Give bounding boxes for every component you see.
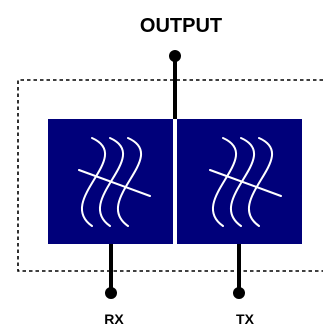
- wave-line: [211, 137, 238, 227]
- wave-line: [229, 137, 256, 227]
- tx-label: TX: [236, 311, 255, 324]
- tx-filter-block: [177, 119, 302, 244]
- output-terminal: [169, 50, 181, 62]
- filter-wave-icon: [78, 137, 151, 227]
- rx-label: RX: [104, 311, 124, 324]
- rx-filter-block: [48, 119, 173, 244]
- enclosure-dashed-border: [17, 79, 323, 272]
- filter-wave-icon: [209, 137, 282, 227]
- cross-line: [78, 169, 151, 197]
- wave-line: [247, 137, 274, 227]
- cross-line: [209, 169, 282, 197]
- wave-line: [80, 137, 107, 227]
- rx-terminal: [105, 287, 117, 299]
- tx-terminal: [233, 287, 245, 299]
- wave-line: [98, 137, 125, 227]
- wave-line: [116, 137, 143, 227]
- output-label: OUTPUT: [140, 15, 222, 37]
